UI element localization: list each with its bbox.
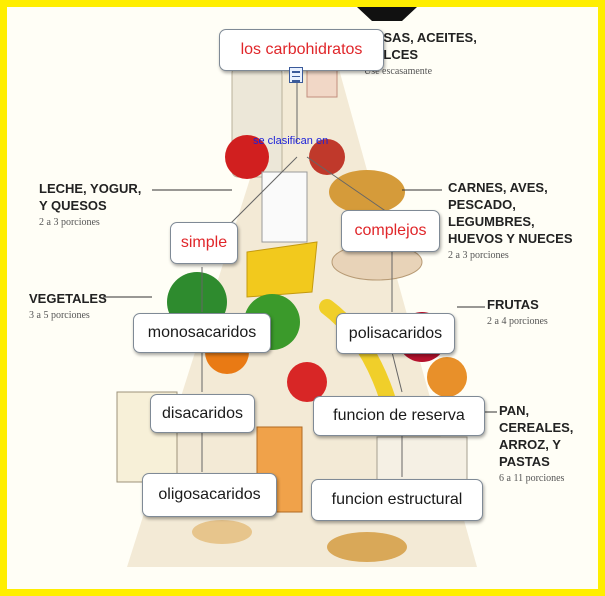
- link-phrase: se clasifican en: [253, 135, 328, 147]
- label-fats: ASAS, ACEITES, ULCES Use escasamente: [374, 29, 477, 80]
- label-dairy-line1: LECHE, YOGUR,: [39, 181, 141, 196]
- label-meats: CARNES, AVES, PESCADO, LEGUMBRES, HUEVOS…: [448, 179, 598, 264]
- concept-simple[interactable]: simple: [170, 222, 238, 264]
- label-grains: PAN, CEREALES, ARROZ, Y PASTAS 6 a 11 po…: [499, 402, 598, 487]
- concept-funcion-estructural[interactable]: funcion estructural: [311, 479, 483, 521]
- label-dairy: LECHE, YOGUR, Y QUESOS 2 a 3 porciones: [39, 180, 141, 231]
- label-dairy-portion: 2 a 3 porciones: [39, 214, 141, 231]
- concept-funcion-reserva[interactable]: funcion de reserva: [313, 396, 485, 436]
- label-vegetables: VEGETALES 3 a 5 porciones: [29, 290, 107, 324]
- label-grains-portion: 6 a 11 porciones: [499, 470, 598, 487]
- note-icon[interactable]: [289, 67, 303, 83]
- label-fruits-portion: 2 a 4 porciones: [487, 313, 548, 330]
- label-grains-line3: PASTAS: [499, 454, 550, 469]
- label-fruits-title: FRUTAS: [487, 297, 539, 312]
- label-meats-line3: HUEVOS Y NUECES: [448, 231, 573, 246]
- concept-oligosacaridos[interactable]: oligosacaridos: [142, 473, 277, 517]
- label-meats-portion: 2 a 3 porciones: [448, 247, 598, 264]
- concept-disacaridos[interactable]: disacaridos: [150, 394, 255, 433]
- label-meats-line1: CARNES, AVES,: [448, 180, 548, 195]
- label-fruits: FRUTAS 2 a 4 porciones: [487, 296, 548, 330]
- label-grains-line1: PAN, CEREALES,: [499, 403, 573, 435]
- label-grains-line2: ARROZ, Y: [499, 437, 561, 452]
- label-fats-line1: ASAS, ACEITES,: [374, 30, 477, 45]
- top-arrow: [357, 7, 417, 21]
- label-vegetables-title: VEGETALES: [29, 291, 107, 306]
- concept-complejos[interactable]: complejos: [341, 210, 440, 252]
- label-meats-line2: PESCADO, LEGUMBRES,: [448, 197, 535, 229]
- concept-monosacaridos[interactable]: monosacaridos: [133, 313, 271, 353]
- label-dairy-line2: Y QUESOS: [39, 198, 107, 213]
- label-vegetables-portion: 3 a 5 porciones: [29, 307, 107, 324]
- concept-root-carbohidratos[interactable]: los carbohidratos: [219, 29, 384, 71]
- concept-polisacaridos[interactable]: polisacaridos: [336, 313, 455, 354]
